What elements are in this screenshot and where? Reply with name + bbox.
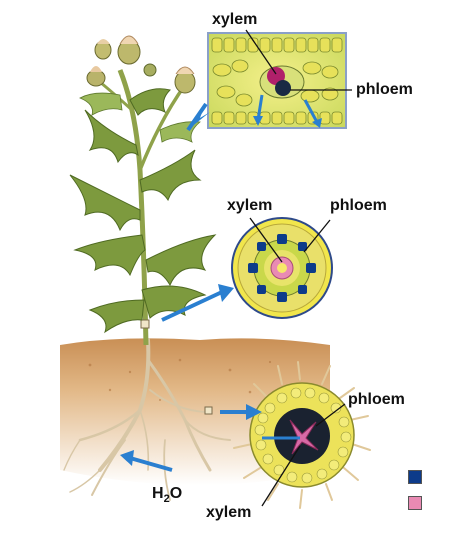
label-root-phloem: phloem [348, 391, 405, 408]
stem-sample-marker [140, 319, 150, 329]
label-stem-phloem: phloem [330, 197, 387, 214]
legend-swatch-xylem [408, 496, 422, 510]
label-leaf-phloem: phloem [356, 81, 413, 98]
stem-cross-section [231, 217, 333, 319]
root-cross-section [233, 361, 371, 509]
water-o: O [169, 485, 183, 502]
label-stem-xylem: xylem [227, 197, 273, 214]
label-root-xylem: xylem [206, 504, 252, 521]
roots [63, 338, 231, 501]
leaf-cross-section [207, 32, 347, 129]
root-sample-marker [204, 406, 213, 415]
water-h: H [152, 485, 164, 502]
arrow-icon [120, 102, 300, 472]
legend-swatch-phloem [408, 470, 422, 484]
leader-lines [245, 29, 352, 507]
thistle-plant [69, 35, 217, 346]
water-subscript: 2 [163, 493, 170, 506]
label-leaf-xylem: xylem [212, 11, 258, 28]
label-water: H2O [152, 486, 182, 505]
